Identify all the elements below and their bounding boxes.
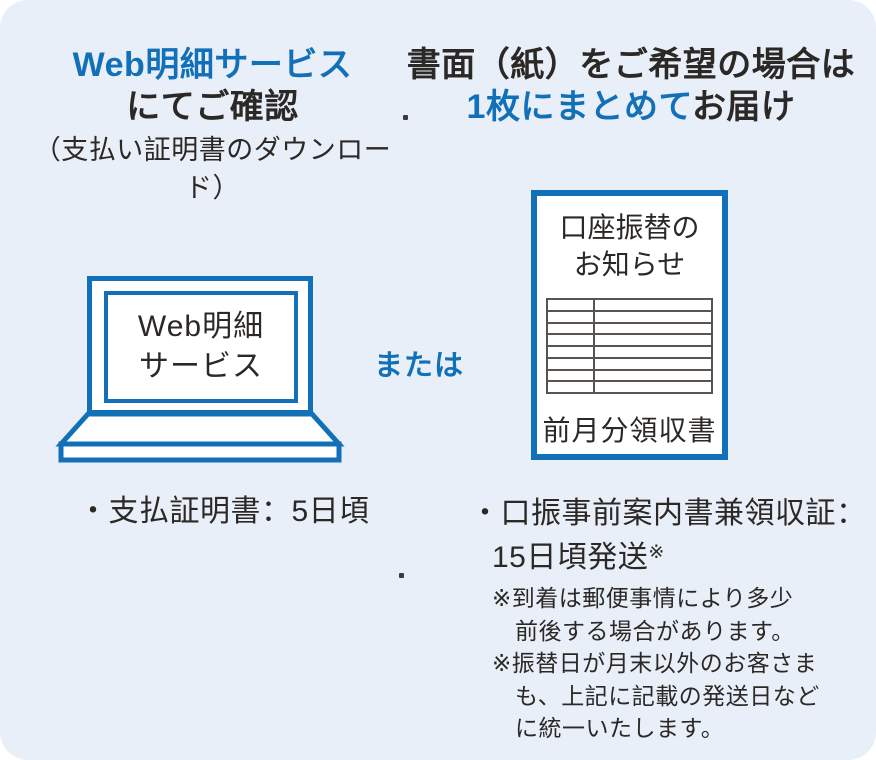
right-heading: 書面（紙）をご希望の場合は 1枚にまとめてお届け [405,44,857,128]
footnote-2: ※振替日が月末以外のお客さま も、上記に記載の発送日など に統一いたします。 [492,650,820,741]
table-row [548,382,711,392]
stray-dot-top [403,115,408,120]
right-bullet-line1: ・口振事前案内書兼領収証： [470,497,867,530]
document-title-line2: お知らせ [573,249,686,280]
right-bullet-line2-text: 15日頃発送 [492,541,649,574]
document-footer-label: 前月分領収書 [542,415,717,446]
table-row [548,335,711,347]
document-table-grid [546,298,713,394]
laptop-illustration: Web明細 サービス [87,276,313,415]
laptop-screen-text-line2: サービス [139,350,263,383]
footnote-1: ※到着は郵便事情により多少 前後する場合があります。 [492,585,795,644]
left-heading-subtitle: （支払い証明書のダウンロード） [33,135,392,203]
right-heading-line2: 1枚にまとめてお届け [405,86,857,128]
left-heading-line1: Web明細サービス [72,46,353,84]
right-bullet: ・口振事前案内書兼領収証： 15日頃発送※ [470,494,867,577]
left-heading: Web明細サービス にてご確認 （支払い証明書のダウンロード） [30,44,395,207]
or-separator-label: または [374,350,465,382]
table-row [548,347,711,359]
stray-dot-bottom [399,573,404,578]
table-row [548,359,711,371]
right-heading-line1: 書面（紙）をご希望の場合は [406,46,856,84]
document-title: 口座振替の お知らせ [537,209,722,283]
document-title-line1: 口座振替の [559,212,700,243]
laptop-screen-text-line1: Web明細 [137,310,265,343]
left-bullet: ・支払証明書：5日頃 [78,495,370,528]
right-heading-highlight: 1枚にまとめて [466,88,692,126]
note-reference-mark: ※ [648,542,665,563]
table-row [548,312,711,324]
table-row [548,371,711,383]
left-heading-line2: にてご確認 [126,88,299,126]
right-bullet-line2: 15日頃発送※ [470,533,867,577]
footnotes: ※到着は郵便事情により多少 前後する場合があります。 ※振替日が月末以外のお客さ… [492,582,852,745]
table-row [548,300,711,312]
document-illustration: 口座振替の お知らせ 前月分領収書 [531,190,728,460]
laptop-base-icon [55,411,345,463]
right-heading-rest: お届け [691,88,796,126]
document-table-column-divider [593,300,595,392]
table-row [548,324,711,336]
laptop-screen: Web明細 サービス [104,291,298,403]
